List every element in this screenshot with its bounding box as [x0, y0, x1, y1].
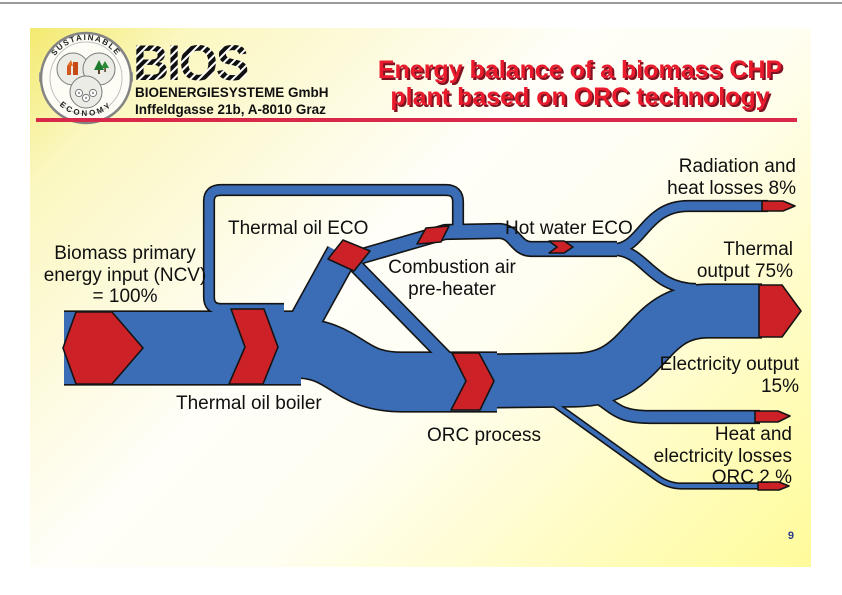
label-thermal-output: Thermal output 75%: [696, 239, 793, 282]
chevron-hot-water-2: [548, 240, 574, 254]
page-number: 9: [787, 530, 794, 542]
label-orc-losses: Heat and electricity losses ORC 2 %: [653, 424, 792, 488]
slide-background: SUSTAINABLE ECONOMY BIOS BIOENERGIESYSTE…: [30, 28, 811, 567]
chevron-input: [62, 311, 144, 385]
biomass-plant-icon: [67, 60, 78, 75]
label-biomass-input: Biomass primary energy input (NCV) = 100…: [43, 243, 207, 307]
arrowtip-electricity-output: [754, 410, 791, 423]
bios-logo: BIOS: [133, 36, 250, 88]
flow-boiler-to-orc: [291, 319, 497, 411]
bios-logo-text: BIOS: [133, 36, 248, 88]
economy-coins-icon: [74, 88, 98, 103]
flow-orc-losses: [544, 396, 764, 488]
chevron-boiler: [228, 308, 279, 385]
company-address: BIOENERGIESYSTEME GmbH Inffeldgasse 21b,…: [135, 85, 329, 117]
slide-title: Energy balance of a biomass CHP plant ba…: [377, 56, 783, 111]
arrowtip-orc-losses: [757, 481, 790, 491]
flow-hot-water-eco: [336, 224, 617, 270]
arrowtip-thermal-output: [758, 284, 802, 338]
arrowtip-radiation-losses: [761, 200, 796, 212]
label-thermal-oil-boiler: Thermal oil boiler: [176, 393, 322, 414]
label-electricity-output: Electricity output 15%: [659, 354, 799, 397]
label-hot-water-eco: Hot water ECO: [505, 218, 633, 239]
flow-thermal-oil-loop: [204, 185, 463, 314]
label-combustion-air-preheater: Combustion air pre-heater: [388, 257, 516, 300]
flow-radiation-losses: [613, 201, 768, 254]
sustainable-economy-emblem: SUSTAINABLE ECONOMY: [39, 31, 133, 125]
label-radiation-losses: Radiation and heat losses 8%: [667, 156, 796, 199]
flow-orc-to-thermal-output: [486, 285, 762, 407]
chevron-orc: [450, 352, 495, 411]
window-top-border: [0, 2, 842, 4]
label-orc-process: ORC process: [427, 425, 542, 446]
header-rule: [36, 118, 797, 122]
flow-combustion-air: [347, 257, 452, 364]
chevron-hot-water-1: [416, 225, 450, 245]
trees-icon: [94, 60, 109, 74]
label-thermal-oil-eco: Thermal oil ECO: [228, 218, 369, 239]
sankey-markers: [62, 200, 802, 491]
chevron-thermal-oil-eco: [327, 239, 371, 272]
